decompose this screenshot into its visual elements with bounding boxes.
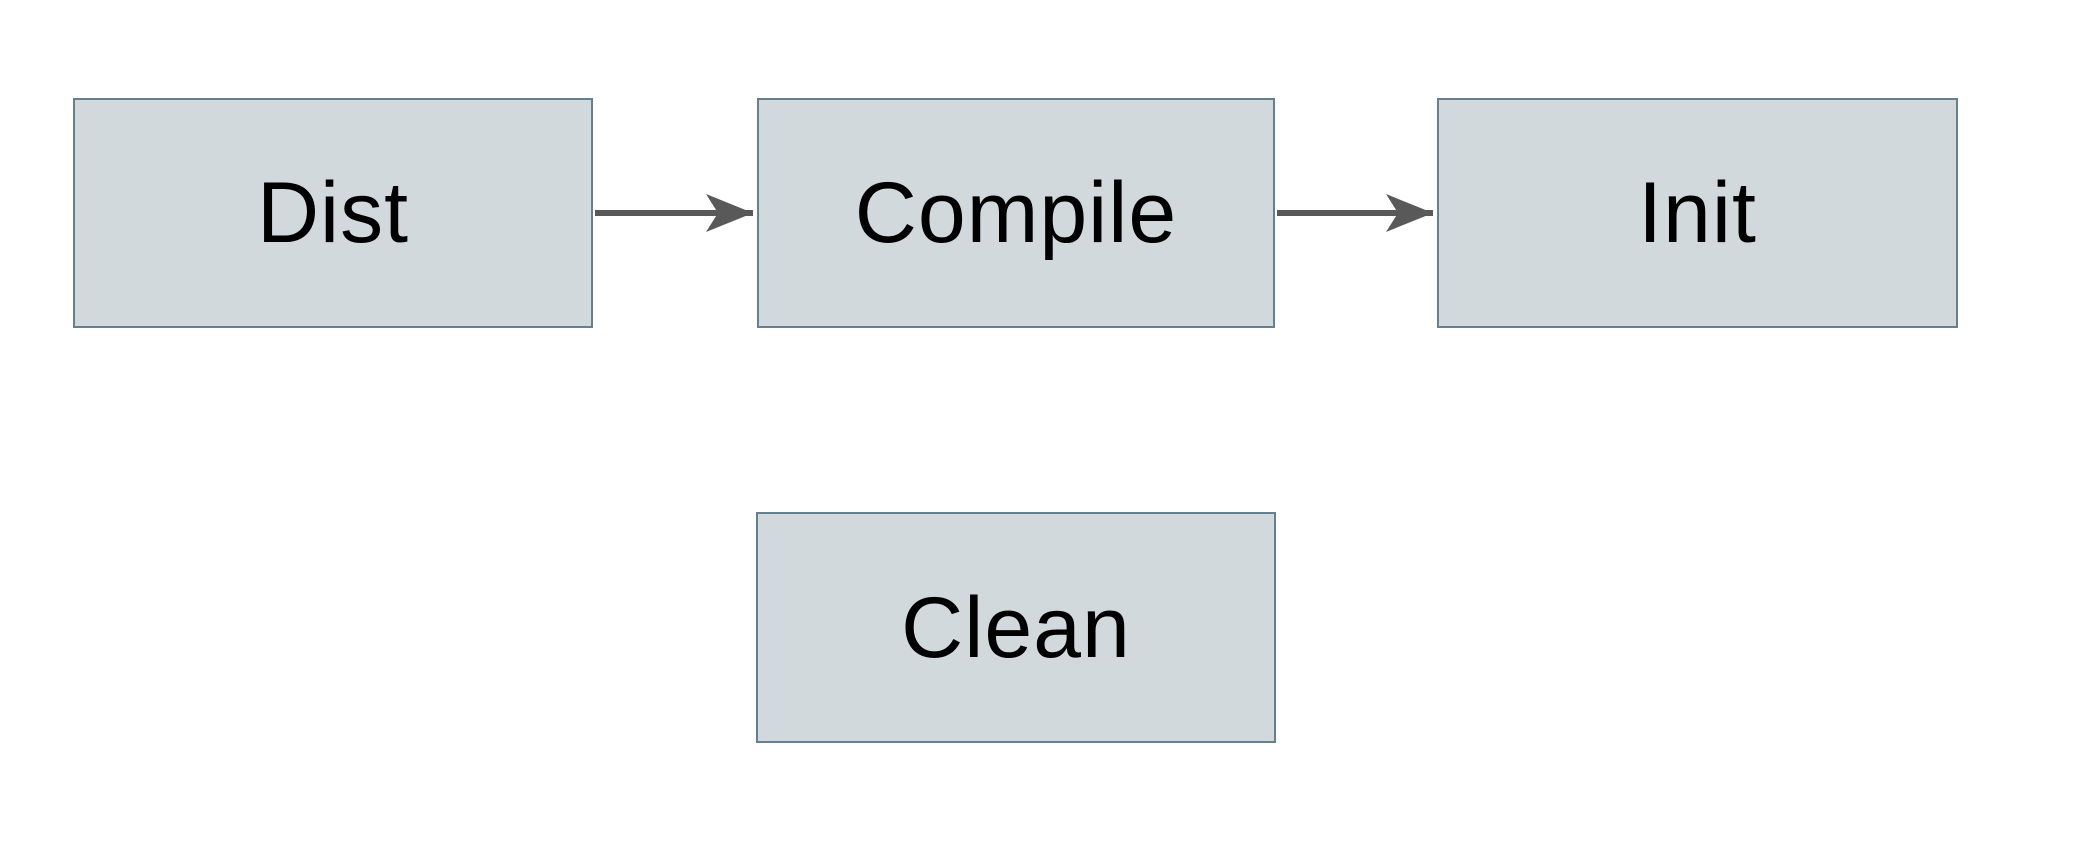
- node-dist: Dist: [73, 98, 593, 328]
- node-clean-label: Clean: [901, 579, 1131, 676]
- node-dist-label: Dist: [256, 165, 410, 261]
- node-init-label: Init: [1638, 165, 1757, 261]
- node-compile-label: Compile: [854, 165, 1178, 261]
- node-compile: Compile: [757, 98, 1275, 328]
- node-clean: Clean: [756, 512, 1276, 743]
- node-init: Init: [1437, 98, 1958, 328]
